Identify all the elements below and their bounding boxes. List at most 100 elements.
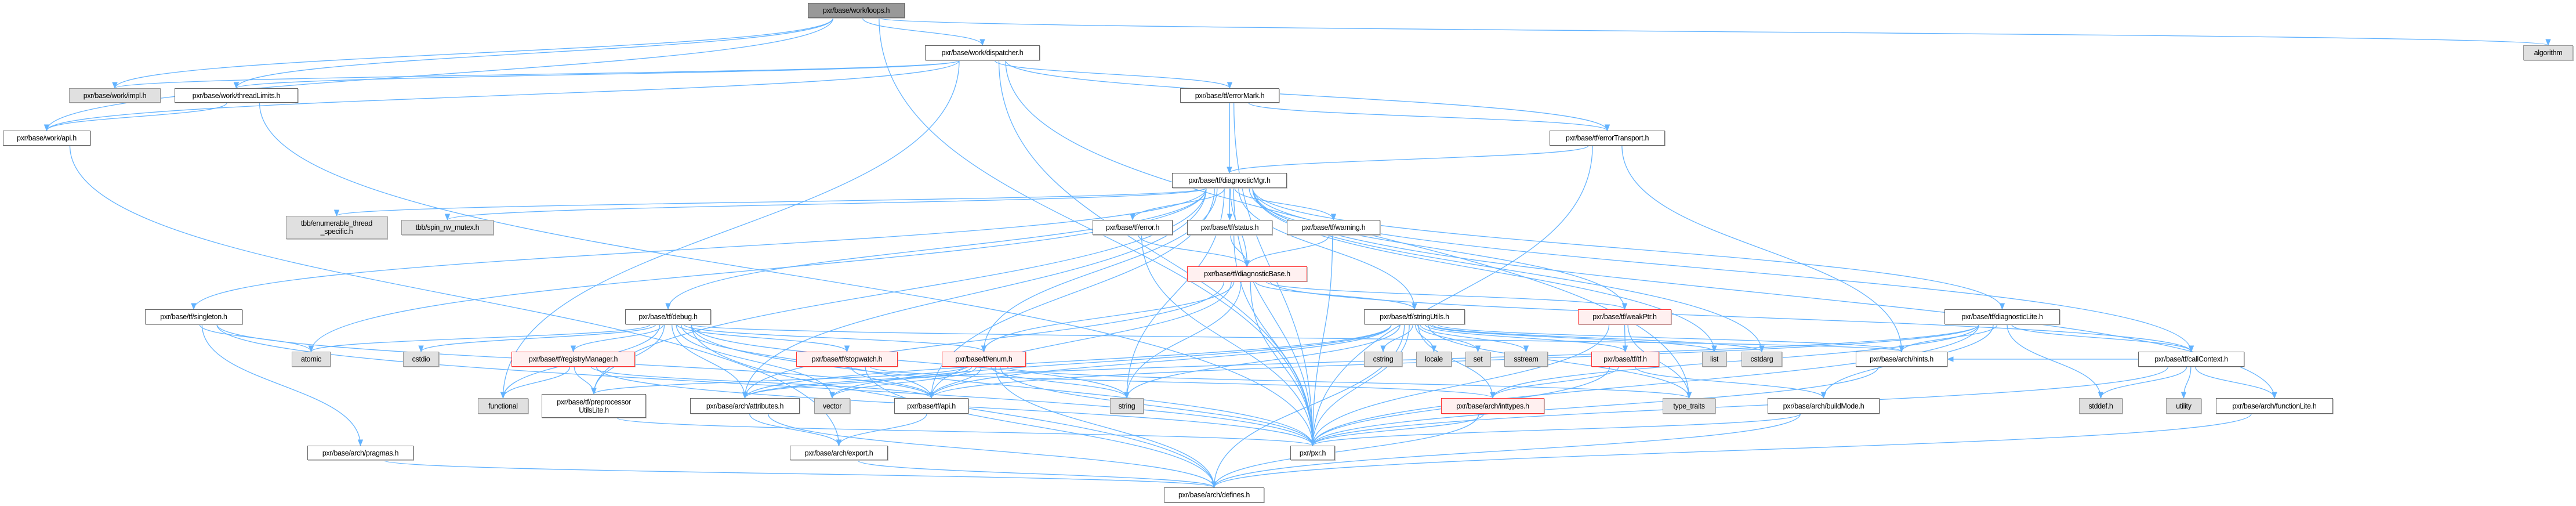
- node-diagnosticMgr[interactable]: pxr/base/tf/diagnosticMgr.h: [1172, 173, 1287, 188]
- node-set[interactable]: set: [1465, 352, 1490, 367]
- node-warning[interactable]: pxr/base/tf/warning.h: [1287, 220, 1380, 235]
- edge-debug-to-hints: [691, 324, 1904, 353]
- node-label: utility: [2176, 402, 2192, 410]
- node-attributes[interactable]: pxr/base/arch/attributes.h: [690, 398, 800, 414]
- node-singleton[interactable]: pxr/base/tf/singleton.h: [145, 309, 242, 324]
- edge-registryManager-to-functional: [500, 366, 571, 399]
- edge-loops-to-threadLimits: [233, 17, 834, 89]
- node-cstdarg[interactable]: cstdarg: [1741, 352, 1782, 367]
- node-threadLimits[interactable]: pxr/base/work/threadLimits.h: [175, 88, 298, 103]
- edge-attributes-to-export: [749, 413, 842, 447]
- edge-debug-to-attributes: [671, 324, 748, 399]
- node-label: pxr/base/tf/status.h: [1200, 223, 1259, 232]
- edge-errorTransport-to-hints: [1621, 145, 1904, 353]
- node-locale[interactable]: locale: [1416, 352, 1452, 367]
- node-list[interactable]: list: [1702, 352, 1726, 367]
- node-tbbspin[interactable]: tbb/spin_rw_mutex.h: [401, 220, 494, 235]
- node-diagnosticLite[interactable]: pxr/base/tf/diagnosticLite.h: [1944, 309, 2060, 324]
- node-defines[interactable]: pxr/base/arch/defines.h: [1164, 487, 1264, 503]
- edge-diagnosticLite-to-tfapi: [928, 324, 1980, 399]
- node-buildMode[interactable]: pxr/base/arch/buildMode.h: [1768, 398, 1880, 414]
- edge-diagnosticMgr-to-debug: [665, 187, 1207, 310]
- edge-debug-to-enum: [683, 324, 986, 353]
- edge-enum-to-vector: [829, 366, 977, 399]
- node-label: pxr/base/arch/functionLite.h: [2232, 402, 2317, 410]
- node-label: tbb/spin_rw_mutex.h: [415, 223, 480, 232]
- node-diagnosticBase[interactable]: pxr/base/tf/diagnosticBase.h: [1187, 266, 1307, 281]
- node-label: pxr/base/tf/diagnosticMgr.h: [1188, 176, 1271, 185]
- node-export[interactable]: pxr/base/arch/export.h: [790, 446, 888, 460]
- node-vector[interactable]: vector: [814, 398, 850, 414]
- node-functional[interactable]: functional: [478, 398, 528, 414]
- node-stddef[interactable]: stddef.h: [2079, 398, 2123, 414]
- node-weakPtr[interactable]: pxr/base/tf/weakPtr.h: [1578, 309, 1671, 324]
- node-label: pxr/base/tf/stringUtils.h: [1380, 313, 1449, 321]
- edge-diagnosticBase-to-attributes: [742, 281, 1225, 399]
- node-errorTransport[interactable]: pxr/base/tf/errorTransport.h: [1550, 131, 1665, 146]
- edge-ppUtils-to-pxr: [616, 417, 1315, 447]
- node-algorithm[interactable]: algorithm: [2523, 45, 2573, 60]
- edge-inttypes-to-defines: [1211, 413, 1479, 489]
- node-status[interactable]: pxr/base/tf/status.h: [1187, 220, 1272, 235]
- node-label: pxr/base/arch/export.h: [804, 449, 873, 457]
- edge-loops-to-algorithm: [879, 17, 2550, 46]
- node-debug[interactable]: pxr/base/tf/debug.h: [625, 309, 711, 324]
- edge-callContext-to-functionLite: [2195, 366, 2277, 399]
- node-enum[interactable]: pxr/base/tf/enum.h: [942, 352, 1026, 367]
- edge-loops-to-dispatcher: [862, 17, 985, 46]
- edge-registryManager-to-ppUtils: [574, 366, 597, 395]
- node-loops[interactable]: pxr/base/work/loops.h: [808, 3, 905, 18]
- node-stringUtils[interactable]: pxr/base/tf/stringUtils.h: [1364, 309, 1465, 324]
- node-stopwatch[interactable]: pxr/base/tf/stopwatch.h: [796, 352, 898, 367]
- node-pxr[interactable]: pxr/pxr.h: [1290, 446, 1335, 460]
- edge-buildMode-to-pxr: [1310, 413, 1801, 447]
- node-workapi[interactable]: pxr/base/work/api.h: [3, 131, 90, 146]
- node-label: pxr/base/tf/error.h: [1105, 223, 1160, 232]
- node-hints[interactable]: pxr/base/arch/hints.h: [1856, 352, 1947, 367]
- node-error[interactable]: pxr/base/tf/error.h: [1093, 220, 1173, 235]
- edge-stringUtils-to-cstring: [1380, 324, 1413, 353]
- edge-dispatcher-to-errorMark: [994, 60, 1233, 89]
- node-dispatcher[interactable]: pxr/base/work/dispatcher.h: [925, 45, 1040, 60]
- node-tfapi[interactable]: pxr/base/tf/api.h: [894, 398, 968, 414]
- edge-debug-to-string: [690, 324, 1130, 399]
- edge-dispatcher-to-threadLimits: [234, 60, 960, 89]
- node-label: type_traits: [1673, 402, 1705, 410]
- node-registryManager[interactable]: pxr/base/tf/registryManager.h: [511, 352, 635, 367]
- edge-diagnosticMgr-to-tbbets: [334, 187, 1207, 217]
- node-sstream[interactable]: sstream: [1504, 352, 1548, 367]
- node-atomic[interactable]: atomic: [292, 352, 331, 367]
- node-tbbets[interactable]: tbb/enumerable_thread_specific.h: [286, 216, 387, 239]
- node-typetraits[interactable]: type_traits: [1663, 398, 1715, 414]
- node-label: pxr/base/tf/stopwatch.h: [811, 355, 883, 363]
- node-inttypes[interactable]: pxr/base/arch/inttypes.h: [1441, 398, 1544, 414]
- edge-diagnosticMgr-to-pxr: [1233, 187, 1316, 447]
- node-string[interactable]: string: [1110, 398, 1144, 414]
- node-tf[interactable]: pxr/base/tf/tf.h: [1591, 352, 1659, 367]
- node-errorMark[interactable]: pxr/base/tf/errorMark.h: [1180, 88, 1279, 103]
- edge-stringUtils-to-typetraits: [1428, 324, 1692, 399]
- node-pragmas[interactable]: pxr/base/arch/pragmas.h: [307, 446, 413, 460]
- node-functionLite[interactable]: pxr/base/arch/functionLite.h: [2216, 398, 2333, 414]
- edge-diagnosticMgr-to-singleton: [191, 187, 1207, 310]
- node-impl[interactable]: pxr/base/work/impl.h: [69, 88, 161, 103]
- edge-diagnosticLite-to-stddef: [2007, 324, 2104, 399]
- edge-diagnosticMgr-to-ppUtils: [591, 187, 1207, 395]
- node-label: pxr/base/tf/enum.h: [955, 355, 1013, 363]
- node-utility[interactable]: utility: [2166, 398, 2201, 414]
- node-label: pxr/base/tf/preprocessor: [557, 397, 631, 406]
- edge-tf-to-inttypes: [1490, 366, 1619, 399]
- edge-loops-to-workapi: [43, 17, 834, 132]
- node-label: stddef.h: [2088, 402, 2113, 410]
- node-callContext[interactable]: pxr/base/tf/callContext.h: [2138, 352, 2244, 367]
- node-label: pxr/base/work/loops.h: [822, 6, 890, 15]
- edge-functionLite-to-defines: [1211, 413, 2252, 489]
- node-cstdio[interactable]: cstdio: [403, 352, 439, 367]
- edge-diagnosticBase-to-weakPtr: [1265, 281, 1627, 310]
- edge-diagnosticMgr-to-cstdarg: [1252, 187, 1765, 353]
- node-cstring[interactable]: cstring: [1364, 352, 1402, 367]
- node-label: atomic: [300, 355, 322, 363]
- node-label: string: [1118, 402, 1135, 410]
